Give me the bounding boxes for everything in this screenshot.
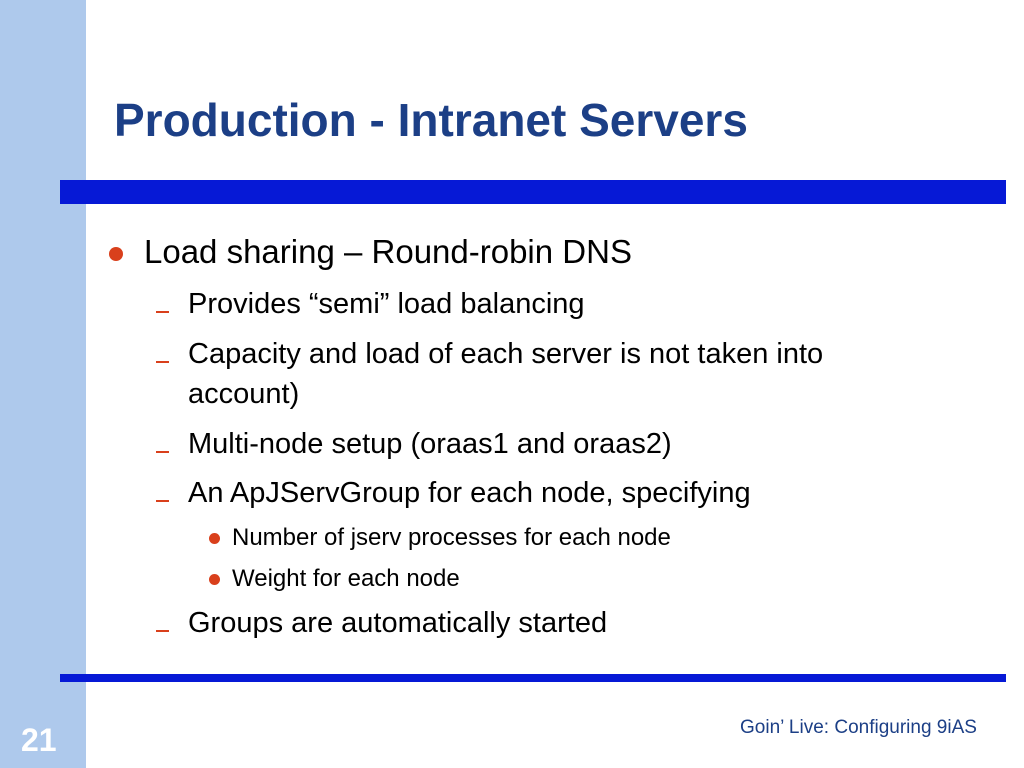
title-underline-bar [60,180,1006,204]
footer-title: Goin’ Live: Configuring 9iAS [740,717,977,738]
bullet-apjservgroup: An ApJServGroup for each node, specifyin… [188,477,751,509]
bullet-dash-icon [156,500,169,502]
bullet-dash-icon [156,361,169,363]
bullet-dot-icon [209,533,220,544]
bullet-multi-node-setup: Multi-node setup (oraas1 and oraas2) [188,428,672,460]
bullet-capacity-load-continuation: account) [188,378,300,410]
bullet-groups-started: Groups are automatically started [188,607,608,639]
bullet-load-sharing: Load sharing – Round-robin DNS [144,233,632,270]
bullet-dash-icon [156,451,169,453]
bullet-jserv-processes: Number of jserv processes for each node [232,524,671,551]
bullet-dot-icon [109,247,123,261]
footer-rule [60,674,1006,682]
bullet-dot-icon [209,574,220,585]
page-number: 21 [21,722,57,758]
bullet-dash-icon [156,630,169,632]
bullet-semi-load-balancing: Provides “semi” load balancing [188,288,585,320]
side-band [0,0,86,768]
bullet-capacity-load: Capacity and load of each server is not … [188,338,824,370]
slide-title: Production - Intranet Servers [114,94,748,146]
bullet-weight: Weight for each node [232,565,460,592]
bullet-dash-icon [156,311,169,313]
